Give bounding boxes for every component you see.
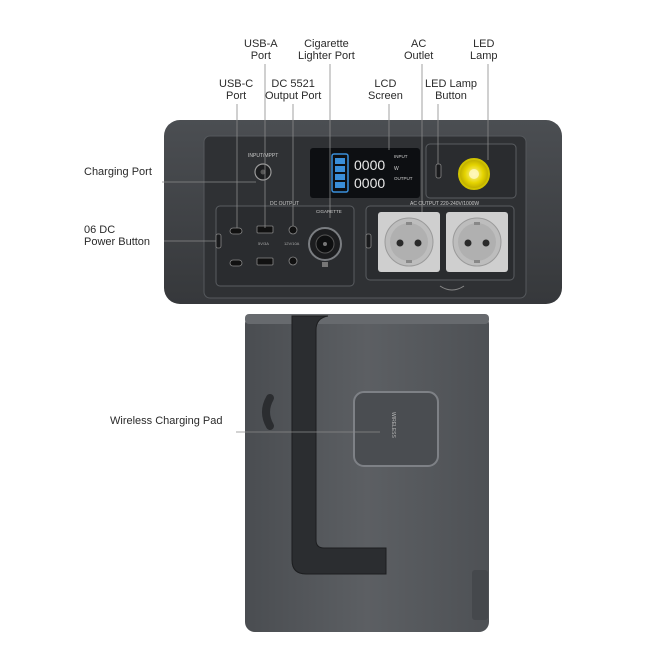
leader-lines [162,64,489,433]
carry-handle [291,315,387,575]
ac-outlet-1 [378,212,440,272]
usb-c-port-1 [229,227,243,235]
cigarette-text: CIGARETTE [316,209,342,214]
usb-a-port-2 [256,257,274,266]
lcd-input-readout: 0000 [354,157,385,173]
lcd-screen: 0000 0000 INPUT W OUTPUT [310,148,420,198]
usb-c-port-2 [229,259,243,267]
wireless-charging-pad: WIRELESS [353,391,439,467]
charging-port-label: Charging Port [84,166,152,178]
dc-output-text: DC OUTPUT [270,201,299,207]
led-lamp-button [435,163,442,179]
ac-outlet-2 [446,212,508,272]
battery-icon [331,153,349,193]
dc-rating-text: 12V/10A [284,241,300,246]
lcd-input-tag: INPUT [394,154,408,159]
dc5521-port-2 [288,256,298,266]
lcd-watt-tag: W [394,166,399,172]
ac-power-button [365,233,372,249]
ac-output-text: AC OUTPUT 220-240V/1000W [410,201,479,207]
dc5521-port-1 [288,225,298,235]
input-mppt-text: INPUT/MPPT [248,153,278,159]
lcd-output-tag: OUTPUT [394,176,413,181]
wireless-pad-text: WIRELESS [390,412,396,439]
lcd-output-readout: 0000 [354,175,385,191]
wireless-charging-pad-label: Wireless Charging Pad [110,415,223,427]
lower-housing [245,314,489,632]
usb-rating-text: 5V/3A [258,241,269,246]
dc-power-button [215,233,222,249]
